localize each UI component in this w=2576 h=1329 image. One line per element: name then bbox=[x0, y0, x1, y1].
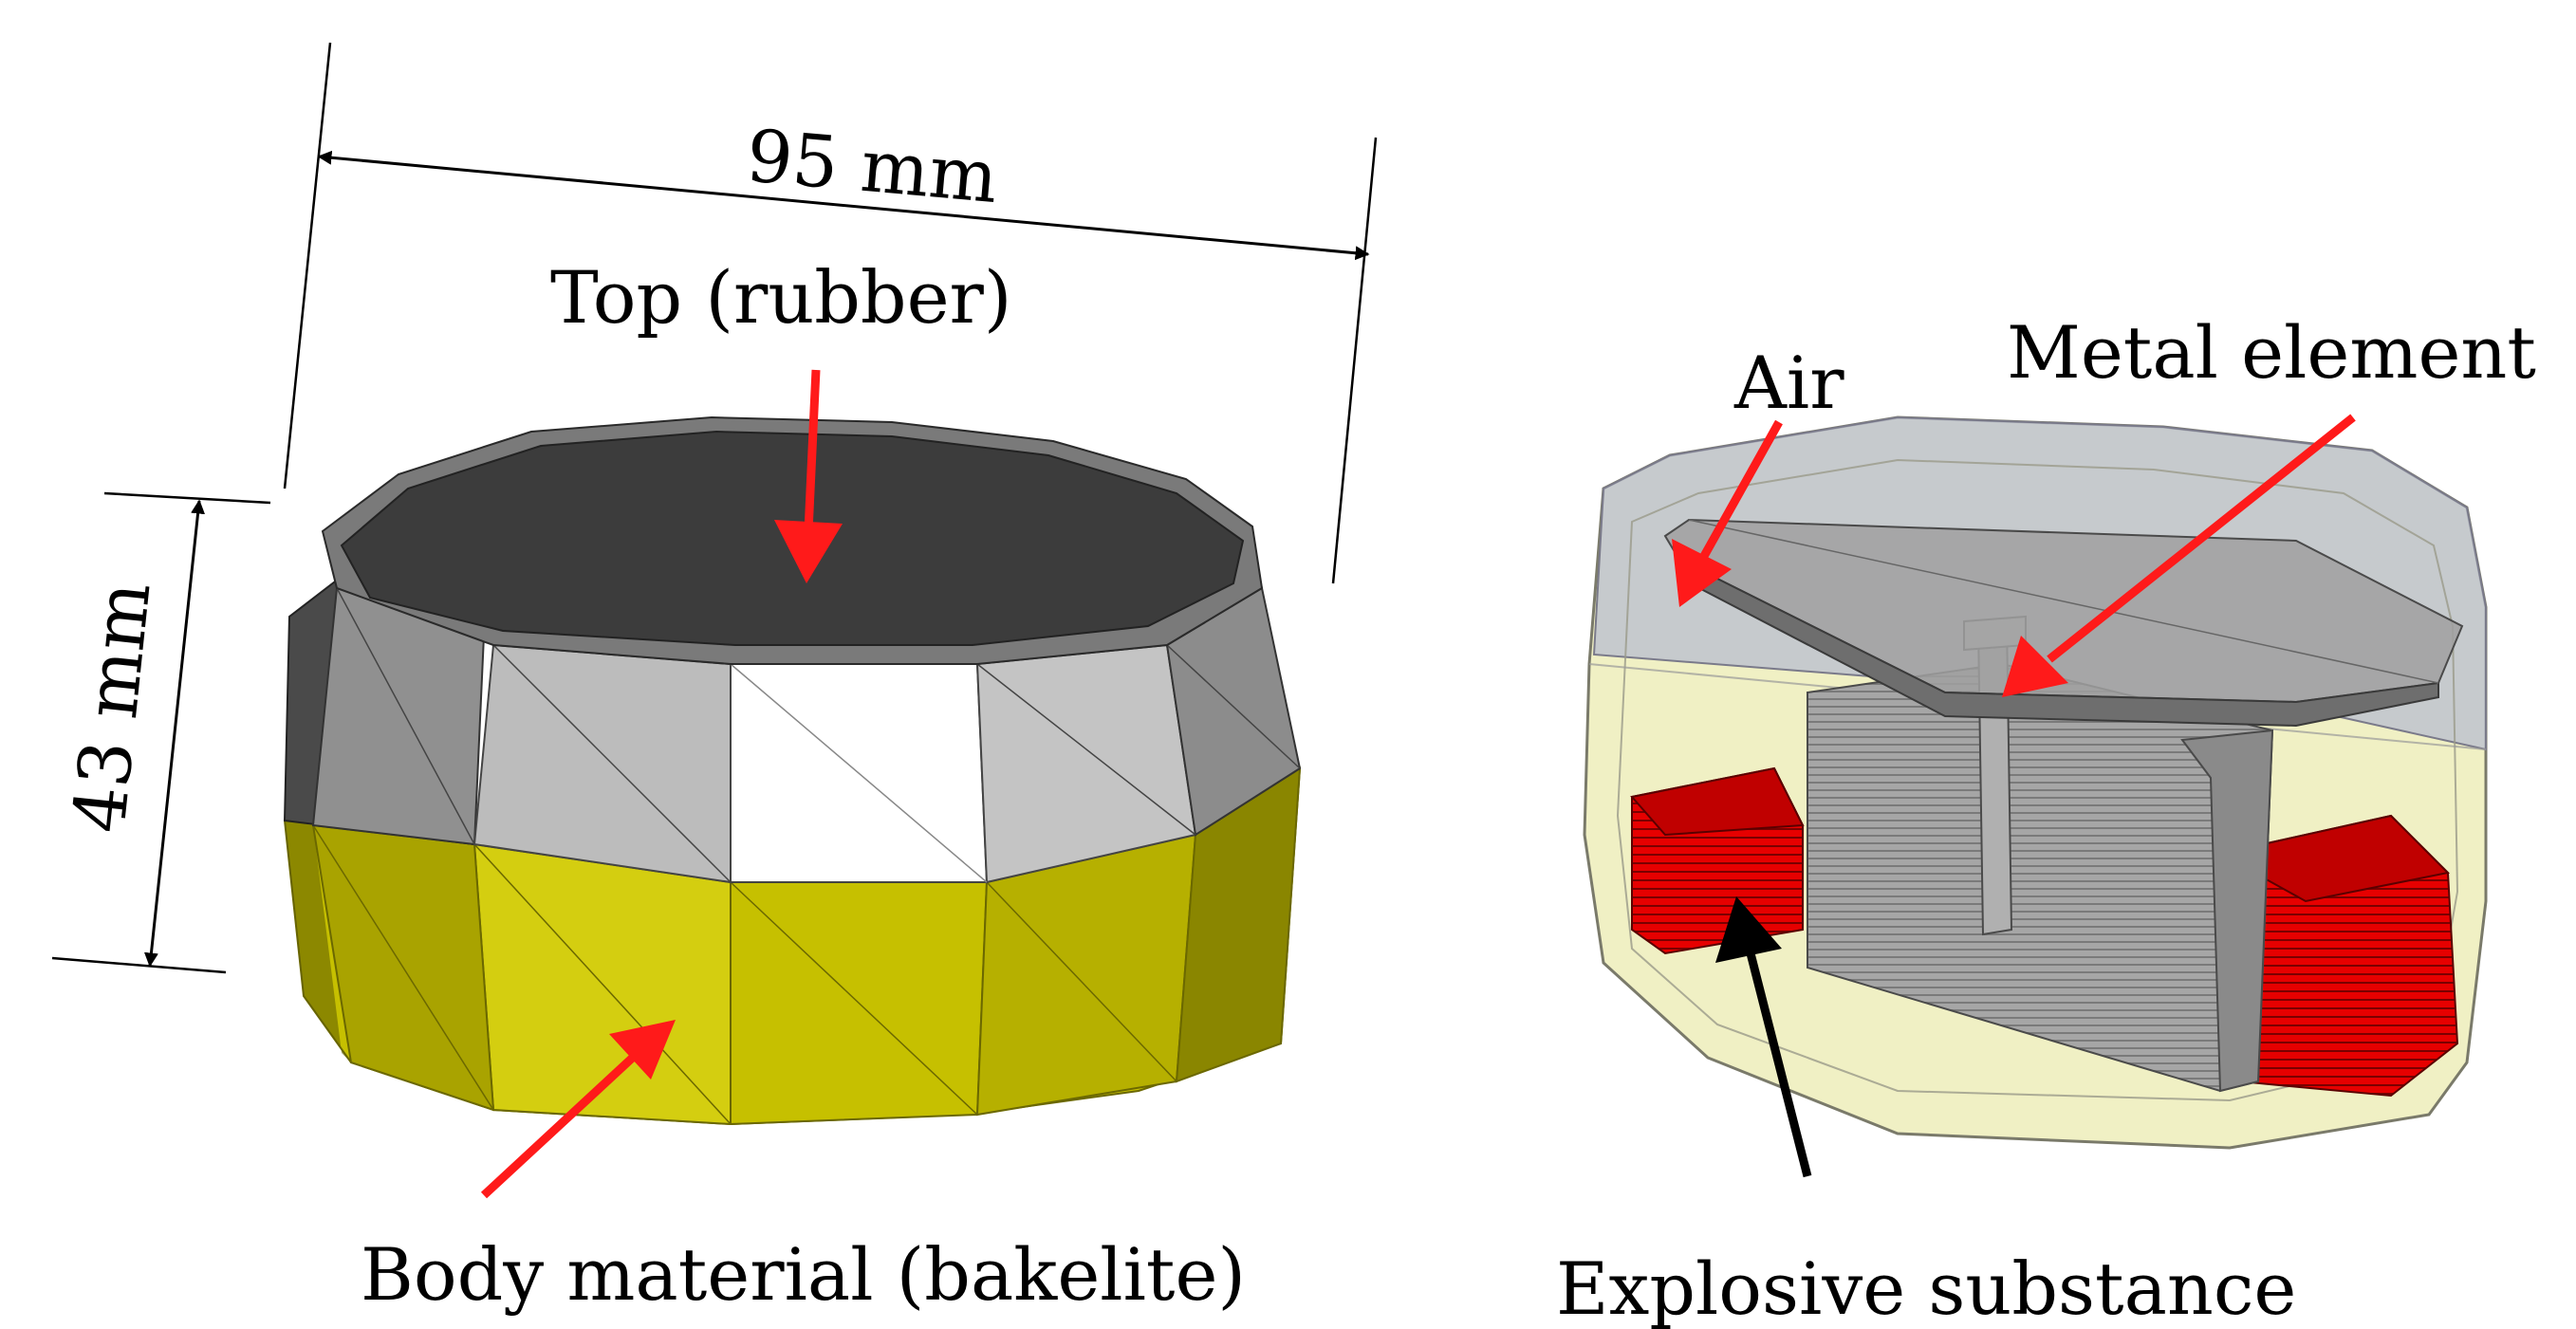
body-label: Body material (bakelite) bbox=[361, 1232, 1246, 1317]
air-label: Air bbox=[1733, 341, 1844, 425]
metal-element bbox=[1663, 518, 2464, 1093]
metal-pointer-arrow bbox=[2002, 414, 2356, 697]
width-dimension bbox=[283, 42, 1378, 584]
mine-cross-section: Air Metal element Explosive substance bbox=[1556, 310, 2536, 1329]
metal-element-label: Metal element bbox=[2007, 310, 2536, 395]
top-pointer-arrow bbox=[774, 369, 843, 583]
body-pointer-arrow bbox=[480, 1020, 676, 1199]
top-label: Top (rubber) bbox=[550, 255, 1012, 340]
mine-external-model: 95 mm 43 mm Top (rubber) Body material (… bbox=[51, 42, 1378, 1317]
explosive-left bbox=[1630, 766, 1805, 955]
width-dimension-label: 95 mm bbox=[743, 113, 1001, 219]
explosive-label: Explosive substance bbox=[1556, 1246, 2296, 1329]
height-dimension-label: 43 mm bbox=[56, 578, 166, 837]
upper-bevel bbox=[283, 567, 1302, 884]
explosive-pointer-arrow bbox=[1715, 896, 1812, 1178]
height-dimension bbox=[51, 491, 271, 974]
explosive-right bbox=[2217, 814, 2459, 1098]
air-pointer-arrow bbox=[1672, 419, 1783, 607]
